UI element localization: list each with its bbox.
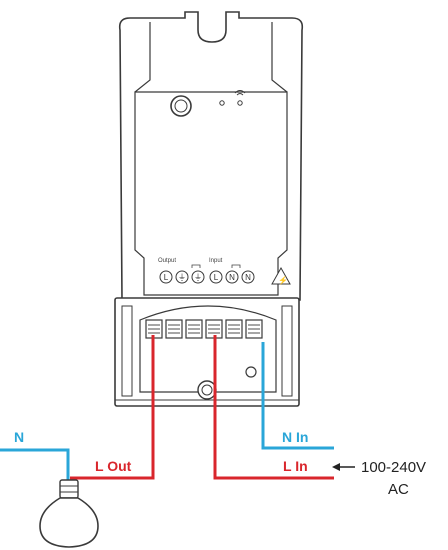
svg-text:L: L [164, 273, 169, 282]
terminal-symbol: N [241, 270, 255, 284]
pairing-button[interactable] [170, 95, 192, 117]
device-body [114, 11, 304, 407]
neutral-in-label: N In [282, 429, 308, 445]
live-wires [70, 335, 334, 480]
neutral-wires [0, 342, 334, 480]
terminal-symbol: N [225, 270, 239, 284]
mount-screw-icon [197, 380, 217, 400]
svg-text:N: N [245, 273, 251, 282]
svg-text:N: N [229, 273, 235, 282]
live-in-wire [213, 335, 334, 480]
live-out-wire [70, 335, 155, 480]
svg-text:L: L [214, 273, 219, 282]
terminal-symbol: L [159, 270, 173, 284]
neutral-left-label: N [14, 429, 24, 445]
supply-type-label: AC [388, 481, 409, 498]
input-label: Input [209, 258, 223, 264]
rivet-icon [245, 366, 257, 378]
live-out-label: L Out [95, 458, 132, 474]
power-led [219, 100, 225, 106]
neutral-out-wire [0, 448, 70, 480]
supply-voltage-label: 100-240V [361, 459, 426, 476]
svg-text:⚡: ⚡ [278, 275, 288, 285]
hazard-warning-icon: ⚡ [271, 266, 291, 285]
live-in-label: L In [283, 458, 308, 474]
output-label: Output [158, 258, 176, 264]
wifi-icon [234, 90, 246, 96]
light-bulb-icon [39, 479, 99, 548]
terminal-symbol: ⏚ [191, 270, 205, 284]
supply-arrow-icon [332, 463, 355, 471]
terminal-symbol: L [209, 270, 223, 284]
svg-text:⏚: ⏚ [194, 273, 202, 282]
wifi-led [237, 100, 243, 106]
screw-terminals [145, 319, 263, 339]
terminal-symbol: ⏚ [175, 270, 189, 284]
neutral-in-wire [261, 342, 334, 450]
svg-text:⏚: ⏚ [178, 273, 186, 282]
